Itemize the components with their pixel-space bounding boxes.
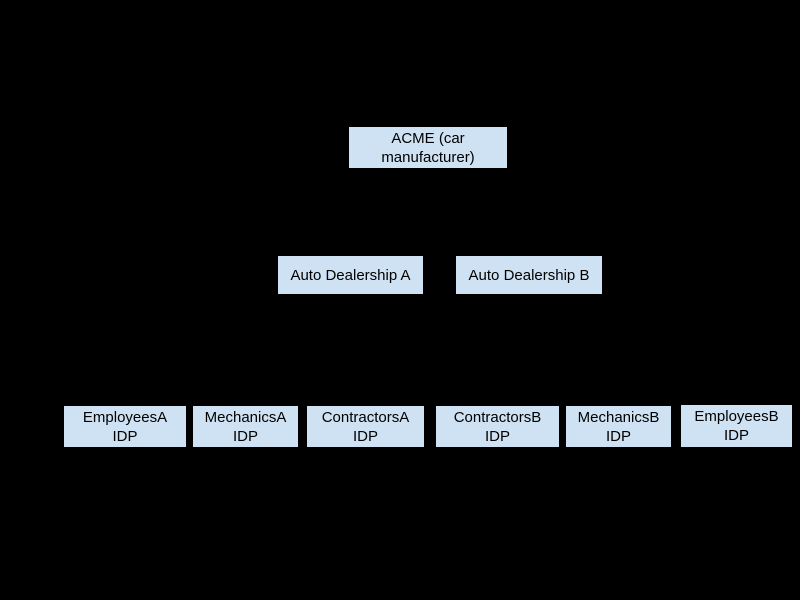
node-label-line: IDP <box>232 427 258 445</box>
node-label-line: IDP <box>605 427 631 445</box>
node-label-line: IDP <box>484 427 510 445</box>
node-contractors-a-idp: ContractorsA IDP <box>306 405 425 448</box>
node-employees-a-idp: EmployeesA IDP <box>63 405 187 448</box>
node-auto-dealership-b: Auto Dealership B <box>455 255 603 295</box>
node-label-line: MechanicsA <box>204 408 287 426</box>
node-label-line: IDP <box>112 427 138 445</box>
node-contractors-b-idp: ContractorsB IDP <box>435 405 560 448</box>
node-label-line: Auto Dealership A <box>290 266 411 284</box>
node-label-line: IDP <box>352 427 378 445</box>
node-acme: ACME (car manufacturer) <box>348 126 508 169</box>
node-label-line: IDP <box>723 427 749 444</box>
node-label-line: EmployeesA <box>82 408 168 426</box>
node-mechanics-a-idp: MechanicsA IDP <box>192 405 299 448</box>
node-label-line: ACME (car <box>391 129 465 147</box>
node-mechanics-b-idp: MechanicsB IDP <box>565 405 672 448</box>
node-label-line: ContractorsB <box>453 408 542 426</box>
node-label-line: Auto Dealership B <box>468 266 590 284</box>
node-employees-b-idp: EmployeesB IDP <box>680 404 793 448</box>
node-label-line: manufacturer) <box>381 148 475 166</box>
node-label-line: MechanicsB <box>577 408 660 426</box>
node-label-line: ContractorsA <box>321 408 410 426</box>
node-auto-dealership-a: Auto Dealership A <box>277 255 424 295</box>
node-label-line: EmployeesB <box>694 408 779 425</box>
